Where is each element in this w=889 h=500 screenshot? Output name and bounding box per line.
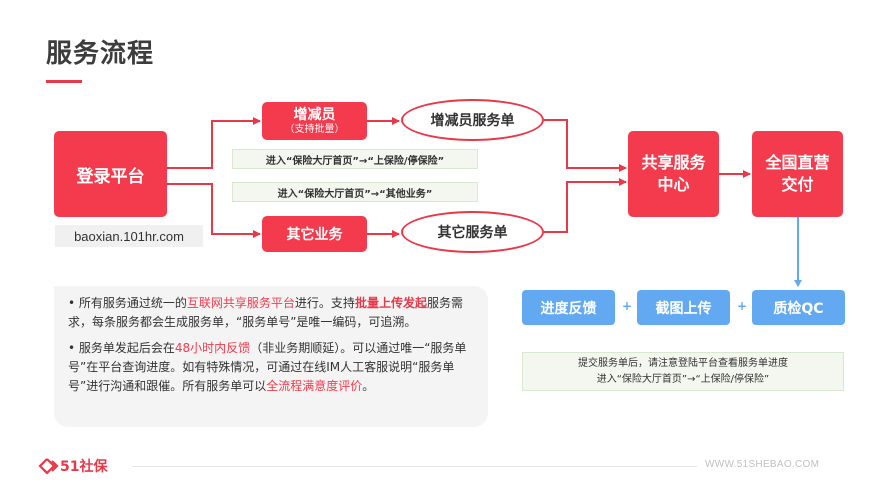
highlight-text: 48小时内反馈 — [174, 341, 251, 355]
other-order-label: 其它服务单 — [437, 225, 508, 241]
add-order-ellipse: 增减员服务单 — [401, 99, 544, 141]
step-label: 质检QC — [773, 300, 824, 317]
text: • 服务单发起后会在 — [68, 341, 175, 355]
other-order-ellipse: 其它服务单 — [401, 211, 544, 253]
step-progress-feedback: 进度反馈 — [522, 290, 615, 325]
add-staff-label: 增减员 — [293, 106, 336, 123]
other-business-label: 其它业务 — [286, 227, 343, 243]
add-staff-box: 增减员 （支持批量） — [262, 102, 367, 140]
note-line2: 进入“保险大厅首页”→“上保险/停保险” — [596, 374, 770, 385]
text: • 所有服务通过统一的 — [68, 296, 187, 310]
progress-note: 提交服务单后，请注意登陆平台查看服务单进度 进入“保险大厅首页”→“上保险/停保… — [522, 352, 844, 391]
path-add-label: 进入“保险大厅首页”→“上保险/停保险” — [232, 149, 478, 169]
footer-divider — [132, 466, 697, 467]
text: （非业务期顺延）。可以通过唯一“服务单号”在平台查询进度。如有特殊情况，可通过在… — [68, 341, 467, 393]
step-screenshot-upload: 截图上传 — [637, 290, 730, 325]
national-delivery-box: 全国直营 交付 — [752, 131, 843, 217]
title-underline — [46, 80, 82, 83]
highlight-text: 互联网共享服务平台 — [186, 296, 295, 310]
highlight-text: 批量上传发起 — [354, 296, 427, 310]
text: 服务需求，每条服务都会生成服务单，“服务单号”是唯一编码，可追溯。 — [68, 296, 463, 329]
login-platform-box: 登录平台 — [54, 131, 167, 217]
shared-center-line1: 共享服务 — [641, 153, 706, 172]
text: 进行。支持 — [294, 296, 355, 310]
note-line1: 提交服务单后，请注意登陆平台查看服务单进度 — [578, 358, 788, 369]
step-label: 进度反馈 — [540, 300, 597, 317]
add-order-label: 增减员服务单 — [430, 113, 515, 129]
brand-name: 51社保 — [60, 459, 108, 475]
plus-icon: + — [622, 299, 633, 313]
step-quality-check: 质检QC — [752, 290, 845, 325]
highlight-text: 全流程满意度评价 — [266, 379, 363, 393]
info-paragraph-1: • 所有服务通过统一的互联网共享服务平台进行。支持批量上传发起服务需求，每条服务… — [68, 294, 478, 332]
shared-center-line2: 中心 — [657, 175, 690, 194]
national-delivery-line2: 交付 — [781, 175, 814, 194]
brand-logo: 51社保 — [38, 456, 107, 476]
footer-url: WWW.51SHEBAO.COM — [705, 459, 820, 470]
add-staff-sublabel: （支持批量） — [284, 123, 345, 135]
text: 。 — [362, 379, 375, 393]
page-title: 服务流程 — [46, 39, 155, 69]
login-platform-label: 登录平台 — [76, 166, 145, 187]
path-other-label: 进入“保险大厅首页”→“其他业务” — [232, 182, 478, 202]
step-label: 截图上传 — [655, 300, 712, 317]
national-delivery-line1: 全国直营 — [765, 153, 830, 172]
platform-url: baoxian.101hr.com — [55, 225, 203, 247]
brand-logo-icon — [38, 458, 59, 475]
shared-service-center-box: 共享服务 中心 — [628, 131, 719, 217]
info-panel: • 所有服务通过统一的互联网共享服务平台进行。支持批量上传发起服务需求，每条服务… — [54, 286, 488, 427]
other-business-box: 其它业务 — [262, 216, 367, 252]
info-paragraph-2: • 服务单发起后会在48小时内反馈（非业务期顺延）。可以通过唯一“服务单号”在平… — [68, 339, 478, 396]
plus-icon: + — [737, 299, 748, 313]
